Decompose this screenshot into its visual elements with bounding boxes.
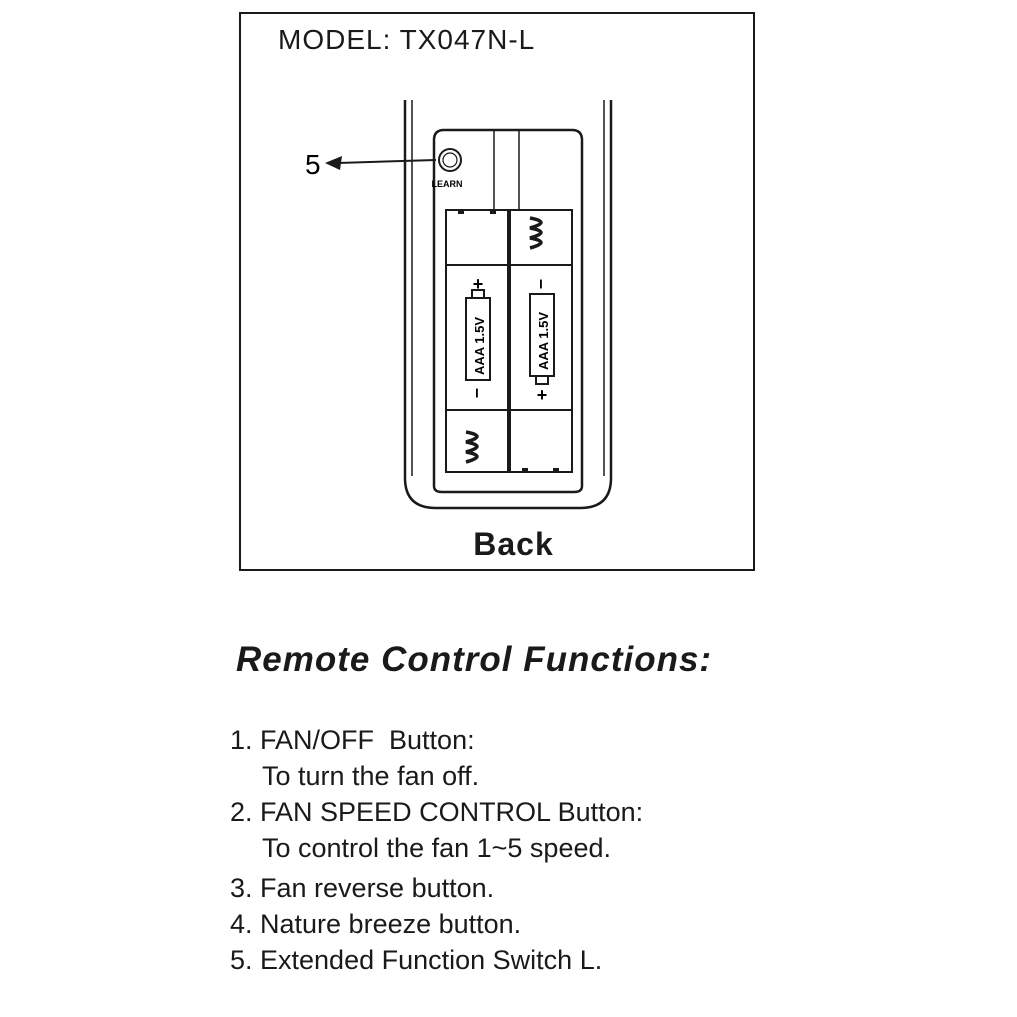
battery-right-minus: – (532, 279, 552, 289)
list-item: 5. Extended Function Switch L. (230, 942, 643, 978)
model-label: MODEL: TX047N-L (278, 24, 536, 55)
battery-left: AAA 1.5V + – (465, 274, 491, 398)
function-description: To turn the fan off. (262, 761, 480, 791)
function-label: 1. FAN/OFF Button: (230, 725, 475, 755)
battery-right-plus: + (537, 385, 548, 405)
callout-number: 5 (305, 149, 321, 180)
function-description: To control the fan 1~5 speed. (262, 833, 611, 863)
list-item: 1. FAN/OFF Button: To turn the fan off. (230, 722, 643, 794)
diagram-frame (239, 12, 755, 571)
spring-icon-top-right (529, 216, 543, 250)
back-label: Back (473, 526, 554, 562)
function-label: 3. Fan reverse button. (230, 873, 495, 903)
battery-bay-right (509, 209, 573, 473)
battery-left-plus: + (473, 274, 484, 294)
functions-list: 1. FAN/OFF Button: To turn the fan off. … (230, 722, 643, 978)
battery-right-label: AAA 1.5V (536, 312, 551, 370)
battery-right: AAA 1.5V – + (529, 279, 555, 405)
learn-label: LEARN (432, 179, 463, 189)
list-item: 3. Fan reverse button. (230, 870, 643, 906)
battery-cover-outline (432, 128, 584, 494)
list-item: 2. FAN SPEED CONTROL Button: To control … (230, 794, 643, 866)
learn-button-icon (438, 148, 462, 172)
spring-icon-bottom-left (465, 430, 479, 464)
function-label: 4. Nature breeze button. (230, 909, 522, 939)
battery-left-label: AAA 1.5V (472, 317, 487, 375)
battery-left-minus: – (468, 388, 488, 398)
list-item: 4. Nature breeze button. (230, 906, 643, 942)
cover-slot (493, 129, 520, 211)
function-label: 2. FAN SPEED CONTROL Button: (230, 797, 644, 827)
function-label: 5. Extended Function Switch L. (230, 945, 603, 975)
functions-title: Remote Control Functions: (236, 640, 713, 679)
battery-bay-left (445, 209, 509, 473)
callout-arrow-head (325, 156, 342, 170)
callout-arrow-line (337, 159, 437, 164)
remote-body-outline (403, 100, 613, 510)
